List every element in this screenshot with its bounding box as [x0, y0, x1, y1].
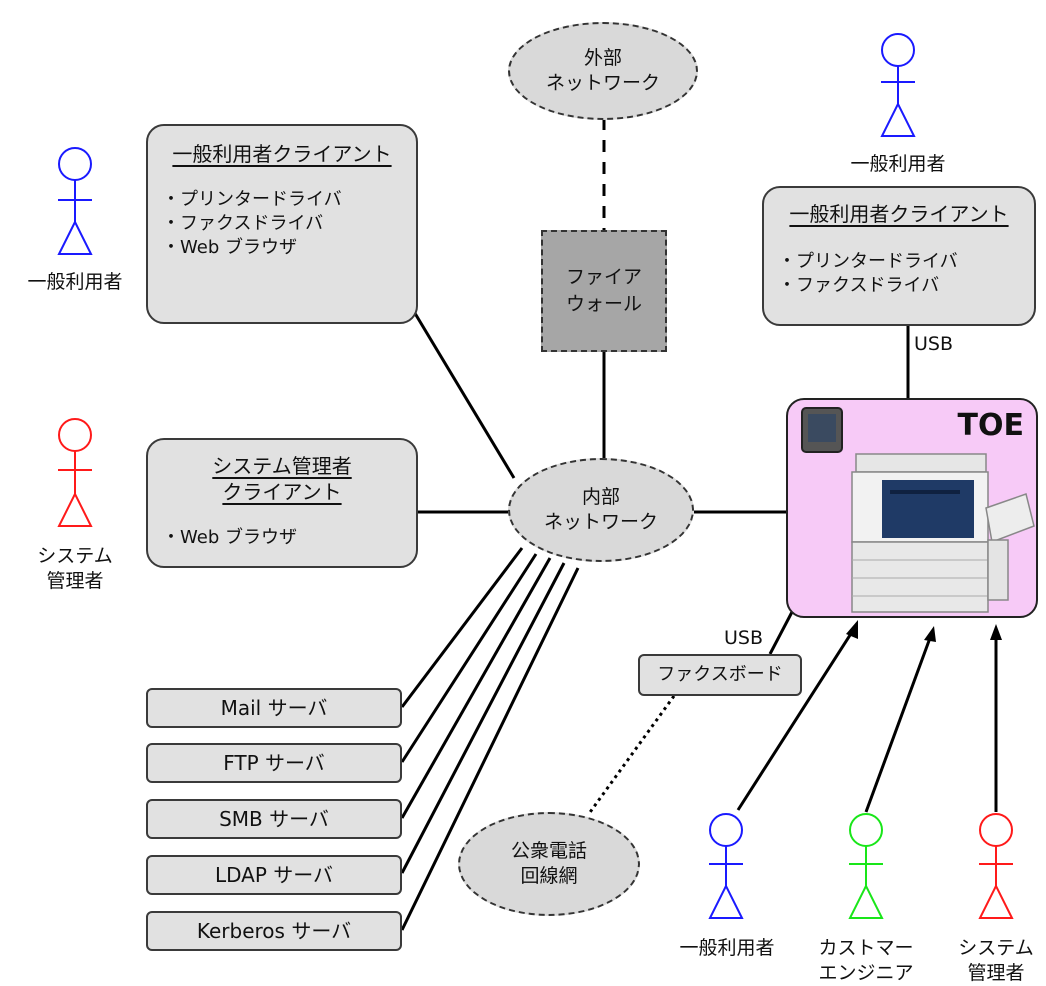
- link-kerberos-server: [400, 567, 580, 931]
- internal-network-line2: ネットワーク: [543, 511, 658, 533]
- actor-label-bottom-admin: システム 管理者: [946, 936, 1046, 986]
- arrow-user-to-toe: [736, 631, 854, 811]
- actor-label-top-right-user: 一般利用者: [850, 153, 946, 175]
- admin-client-title-line1: システム管理者: [212, 454, 352, 478]
- phone-network-line2: 回線網: [520, 865, 578, 887]
- actor-label-line: 管理者: [967, 962, 1025, 984]
- link-smb-server: [400, 557, 552, 819]
- usb-label-top: USB: [914, 333, 954, 355]
- phone-network-line1: 公衆電話: [510, 840, 587, 862]
- actor-label-bottom-user: 一般利用者: [679, 937, 775, 959]
- arrowhead-admin: [990, 624, 1002, 640]
- firewall-box: ファイア ウォール: [541, 230, 667, 352]
- kerberos-server: Kerberos サーバ: [146, 911, 402, 951]
- link-mail-server: [400, 547, 524, 708]
- toe-box: TOE: [786, 398, 1038, 618]
- actor-customer-engineer-icon: [848, 813, 884, 919]
- client-title: 一般利用者クライアント: [172, 142, 392, 166]
- actor-left-user-icon: [57, 147, 93, 255]
- arrowhead-user: [846, 620, 858, 639]
- link-toe-faxboard-usb: [768, 611, 794, 655]
- link-ftp-server: [400, 553, 538, 763]
- admin-client: システム管理者 クライアント ・Web ブラウザ: [146, 438, 418, 568]
- client-item: ・プリンタードライバ: [778, 251, 958, 272]
- internal-network-cloud: 内部 ネットワーク: [508, 458, 694, 562]
- admin-client-title-line2: クライアント: [222, 480, 342, 504]
- external-network-line1: 外部: [583, 47, 622, 69]
- firewall-line1: ファイア: [565, 266, 642, 288]
- fax-board: ファクスボード: [638, 654, 802, 696]
- link-faxboard-phone: [586, 695, 676, 816]
- general-user-client-right: 一般利用者クライアント ・プリンタードライバ ・ファクスドライバ: [762, 186, 1036, 326]
- client-title: 一般利用者クライアント: [789, 202, 1009, 226]
- actor-label-line: 管理者: [46, 570, 104, 592]
- actor-top-right-user-icon: [880, 33, 916, 137]
- general-user-client-left: 一般利用者クライアント ・プリンタードライバ ・ファクスドライバ ・Web ブラ…: [146, 124, 418, 324]
- arrowhead-engineer: [924, 626, 936, 642]
- mail-server: Mail サーバ: [146, 688, 402, 728]
- ftp-server: FTP サーバ: [146, 743, 402, 783]
- actor-bottom-user-icon: [708, 813, 744, 919]
- link-ldap-server: [400, 562, 566, 874]
- usb-label-fax: USB: [724, 627, 764, 649]
- toe-title: TOE: [957, 408, 1024, 443]
- actor-label-customer-engineer: カストマー エンジニア: [806, 936, 926, 986]
- actor-bottom-admin-icon: [978, 813, 1014, 919]
- actor-label-line: システム: [958, 937, 1034, 959]
- phone-network-cloud: 公衆電話 回線網: [458, 812, 640, 916]
- external-network-cloud: 外部 ネットワーク: [508, 22, 698, 120]
- actor-label-line: システム: [37, 545, 113, 567]
- client-item: ・ファクスドライバ: [778, 275, 940, 296]
- firewall-line2: ウォール: [565, 293, 642, 315]
- actor-label-line: エンジニア: [818, 962, 914, 984]
- actor-label-left-admin: システム 管理者: [10, 544, 140, 594]
- multifunction-printer-icon: [801, 407, 1035, 613]
- link-left-client-internal: [408, 304, 516, 479]
- actor-label-line: カストマー: [818, 937, 914, 959]
- actor-left-admin-icon: [57, 418, 93, 527]
- client-item: ・プリンタードライバ: [162, 189, 342, 210]
- client-item: ・Web ブラウザ: [162, 237, 297, 258]
- arrow-engineer-to-toe: [864, 637, 932, 813]
- external-network-line2: ネットワーク: [545, 72, 660, 94]
- client-item: ・Web ブラウザ: [162, 527, 297, 548]
- actor-label-left-user: 一般利用者: [27, 271, 123, 293]
- client-item: ・ファクスドライバ: [162, 213, 324, 234]
- ldap-server: LDAP サーバ: [146, 855, 402, 895]
- internal-network-line1: 内部: [581, 486, 620, 508]
- smb-server: SMB サーバ: [146, 799, 402, 839]
